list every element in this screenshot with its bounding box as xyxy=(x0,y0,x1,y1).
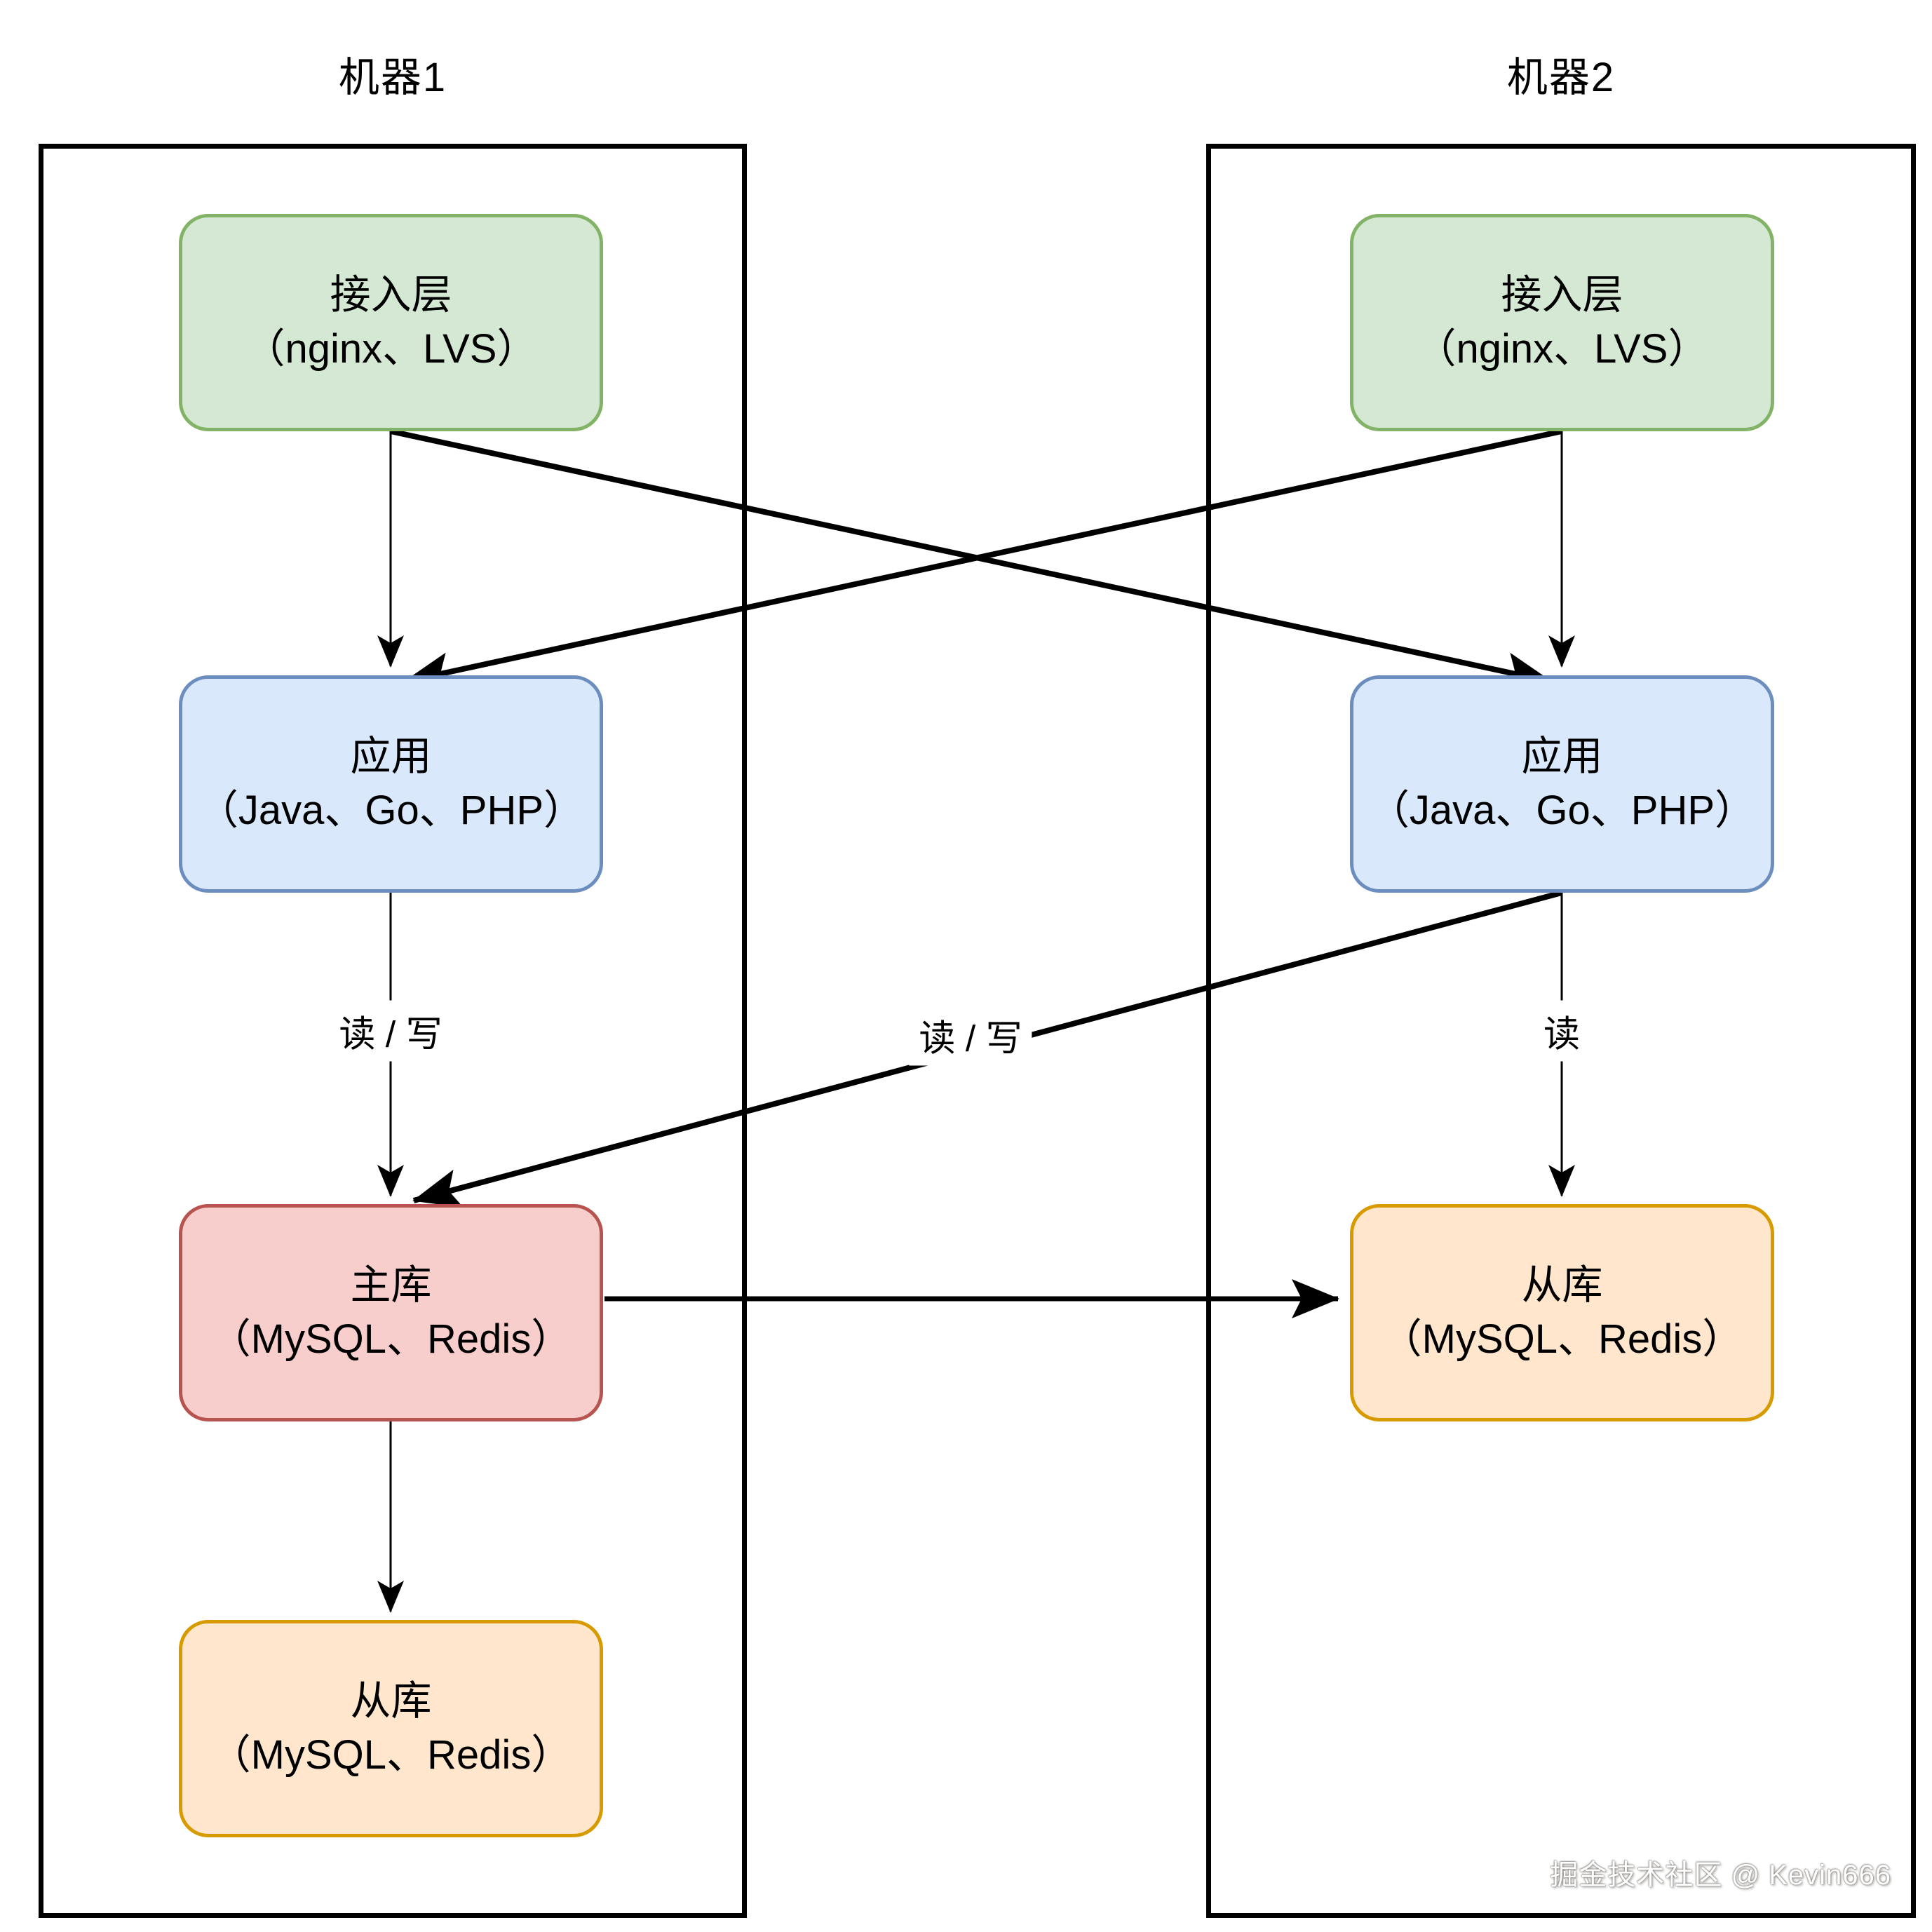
machine1-title: 机器1 xyxy=(338,55,447,100)
node-application-m1-name: 应用 xyxy=(350,734,432,780)
arrow-access2-to-app1 xyxy=(403,428,1562,691)
edge-label-read-write-m1: 读 / 写 xyxy=(329,1000,452,1062)
node-application-m1-tech: （Java、Go、PHP） xyxy=(197,788,585,833)
node-application-m2-name: 应用 xyxy=(1521,734,1603,780)
machine1-frame xyxy=(39,144,747,1918)
node-master-db-m1-name: 主库 xyxy=(350,1262,432,1309)
node-access-layer-m2: 接入层 （nginx、LVS） xyxy=(1350,214,1774,431)
node-application-m1: 应用 （Java、Go、PHP） xyxy=(179,675,603,893)
node-slave-db-m1-tech: （MySQL、Redis） xyxy=(210,1732,572,1778)
node-access-layer-m1-tech: （nginx、LVS） xyxy=(244,326,538,372)
node-slave-db-m2: 从库 （MySQL、Redis） xyxy=(1350,1204,1774,1421)
node-access-layer-m1: 接入层 （nginx、LVS） xyxy=(179,214,603,431)
node-slave-db-m2-name: 从库 xyxy=(1521,1262,1603,1309)
node-slave-db-m1-name: 从库 xyxy=(350,1678,432,1724)
watermark: 掘金技术社区 @ Kevin666 xyxy=(1550,1860,1891,1891)
node-application-m2-tech: （Java、Go、PHP） xyxy=(1368,788,1756,833)
node-master-db-m1: 主库 （MySQL、Redis） xyxy=(179,1204,603,1421)
node-application-m2: 应用 （Java、Go、PHP） xyxy=(1350,675,1774,893)
node-slave-db-m1: 从库 （MySQL、Redis） xyxy=(179,1620,603,1837)
node-access-layer-m2-name: 接入层 xyxy=(1501,272,1623,318)
node-access-layer-m2-tech: （nginx、LVS） xyxy=(1415,326,1709,372)
machine2-title: 机器2 xyxy=(1506,55,1616,100)
edge-label-read-write-cross: 读 / 写 xyxy=(909,1004,1032,1066)
node-access-layer-m1-name: 接入层 xyxy=(330,272,452,318)
node-master-db-m1-tech: （MySQL、Redis） xyxy=(210,1316,572,1362)
machine2-frame xyxy=(1206,144,1916,1918)
edge-label-read-m2: 读 xyxy=(1533,1000,1590,1062)
node-slave-db-m2-tech: （MySQL、Redis） xyxy=(1381,1316,1743,1362)
